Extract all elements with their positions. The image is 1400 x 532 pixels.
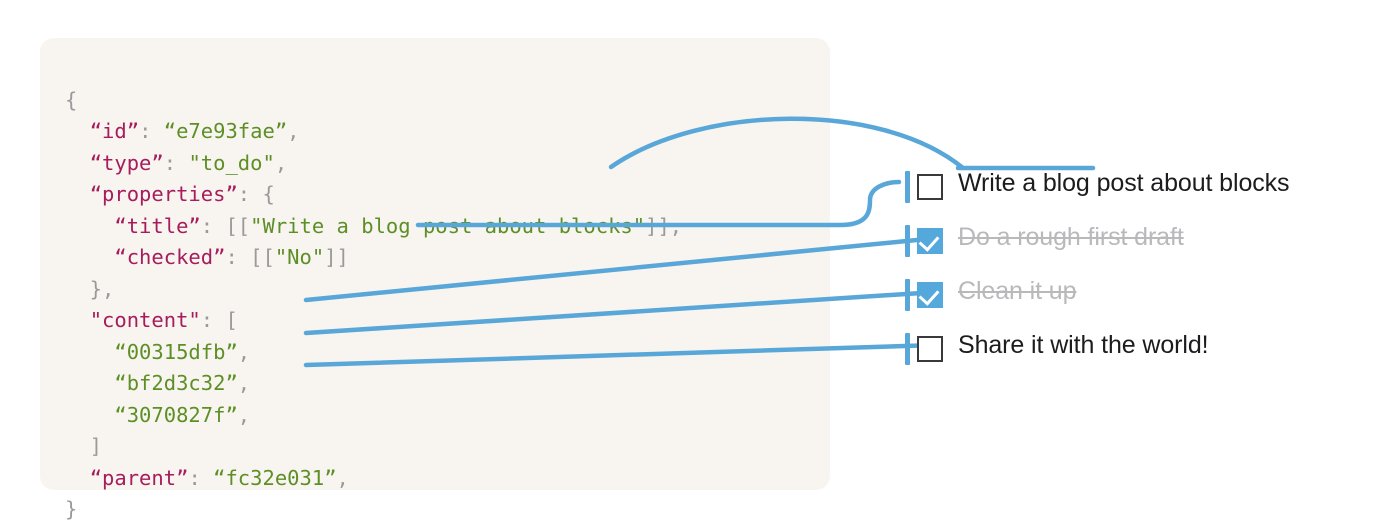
checkbox-checked-icon[interactable] bbox=[917, 228, 943, 254]
code-token: , bbox=[237, 339, 251, 364]
code-token: : bbox=[163, 150, 189, 175]
code-token bbox=[65, 151, 90, 175]
code-token: }, bbox=[65, 276, 115, 301]
code-token: “id” bbox=[89, 119, 140, 143]
connector-tick-icon bbox=[905, 171, 910, 203]
list-item-label: Do a rough first draft bbox=[958, 223, 1184, 251]
checkbox-unchecked-icon[interactable] bbox=[917, 174, 943, 200]
code-token: { bbox=[65, 87, 78, 112]
list-item-label: Write a blog post about blocks bbox=[958, 169, 1290, 197]
code-token: “3070827f” bbox=[114, 402, 238, 427]
code-token: , bbox=[274, 150, 288, 175]
code-token: : [[ bbox=[200, 213, 251, 238]
code-token: “title” bbox=[114, 213, 201, 238]
json-code-block: { “id”: “e7e93fae”, “type”: "to_do", “pr… bbox=[65, 85, 682, 526]
code-token: , bbox=[336, 465, 349, 490]
code-token: “00315dfb” bbox=[114, 339, 238, 364]
code-token bbox=[65, 403, 114, 427]
code-token bbox=[65, 371, 114, 395]
code-token bbox=[65, 466, 90, 490]
connector-tick-icon bbox=[905, 279, 910, 311]
code-token: "content" bbox=[89, 308, 201, 332]
list-item[interactable]: Do a rough first draft bbox=[905, 214, 1375, 268]
code-token: “properties” bbox=[89, 182, 238, 206]
code-token: "No" bbox=[274, 245, 325, 269]
code-token: "Write a blog post about blocks" bbox=[250, 213, 646, 238]
code-token: ] bbox=[65, 434, 103, 458]
code-token: “fc32e031” bbox=[213, 465, 337, 490]
checkbox-checked-icon[interactable] bbox=[917, 282, 943, 308]
code-token: "to_do" bbox=[188, 150, 275, 175]
list-item[interactable]: Share it with the world! bbox=[905, 322, 1375, 376]
code-token: : { bbox=[237, 182, 275, 206]
list-item-label: Share it with the world! bbox=[958, 331, 1209, 359]
code-token: ]], bbox=[645, 213, 683, 238]
code-token: ]] bbox=[324, 245, 349, 269]
code-token: , bbox=[237, 371, 251, 395]
todo-checklist: Write a blog post about blocks Do a roug… bbox=[905, 160, 1375, 376]
code-token: “e7e93fae” bbox=[163, 119, 288, 143]
code-token: , bbox=[287, 119, 300, 143]
code-token bbox=[65, 245, 114, 269]
list-item[interactable]: Clean it up bbox=[905, 268, 1375, 322]
code-token: “checked” bbox=[114, 245, 226, 269]
list-item-label: Clean it up bbox=[958, 277, 1077, 305]
json-code-panel: { “id”: “e7e93fae”, “type”: "to_do", “pr… bbox=[40, 38, 830, 521]
connector-tick-icon bbox=[905, 333, 910, 365]
code-token bbox=[65, 214, 114, 238]
code-token: : bbox=[139, 119, 164, 143]
list-item[interactable]: Write a blog post about blocks bbox=[905, 160, 1375, 214]
code-token bbox=[65, 340, 114, 364]
check-mark-icon bbox=[918, 230, 940, 252]
code-token bbox=[65, 119, 90, 143]
code-token: : [[ bbox=[225, 245, 275, 269]
code-token bbox=[65, 308, 90, 332]
code-token: , bbox=[237, 402, 251, 427]
code-token: “type” bbox=[89, 150, 164, 175]
code-token: “bf2d3c32” bbox=[114, 371, 238, 395]
code-token: : bbox=[188, 465, 214, 490]
code-token: } bbox=[65, 497, 78, 521]
connector-tick-icon bbox=[905, 225, 910, 257]
code-token bbox=[65, 182, 90, 206]
code-token: : [ bbox=[200, 308, 238, 332]
checkbox-unchecked-icon[interactable] bbox=[917, 336, 943, 362]
code-token: “parent” bbox=[89, 465, 189, 490]
check-mark-icon bbox=[918, 284, 940, 306]
